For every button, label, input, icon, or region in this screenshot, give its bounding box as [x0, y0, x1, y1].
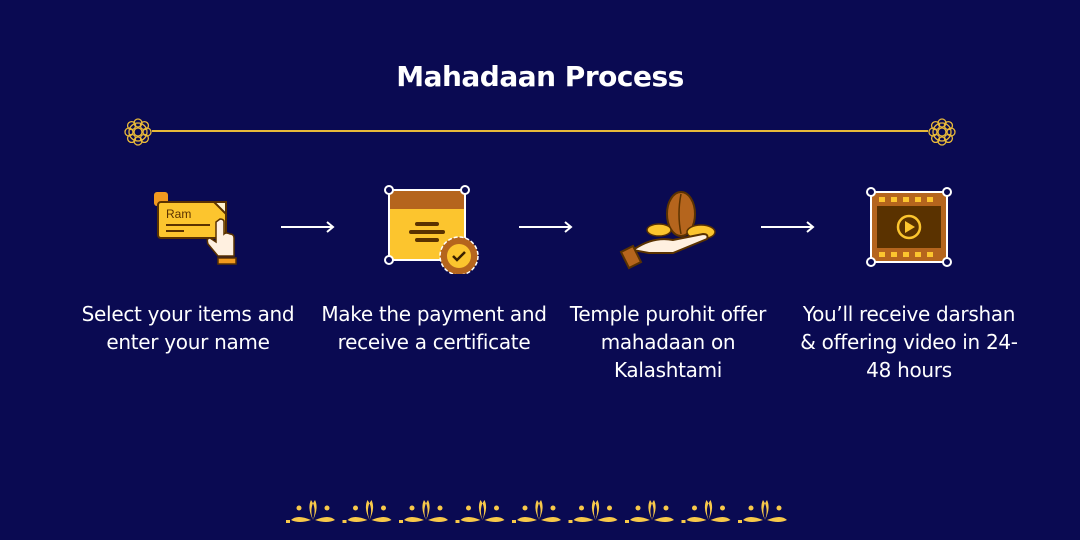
step-description: Make the payment and receive a certifica…: [321, 302, 547, 354]
divider-line: [152, 130, 928, 132]
scroll-name-hand-icon: Ram: [154, 192, 237, 265]
page-title: Mahadaan Process: [396, 60, 684, 93]
step-select-items: Ram Select your items and enter your nam…: [73, 180, 303, 356]
step-payment: Make the payment and receive a certifica…: [319, 180, 549, 356]
lotus-motif-icon: [399, 500, 448, 523]
svg-text:Ram: Ram: [166, 207, 191, 221]
step-video: You’ll receive darshan & offering video …: [794, 180, 1024, 384]
step-description: You’ll receive darshan & offering video …: [800, 302, 1018, 382]
lotus-motif-icon: [342, 500, 392, 523]
lotus-motif-icon: [568, 500, 618, 523]
arrow-right-icon: [281, 221, 335, 233]
arrow-right-icon: [519, 221, 573, 233]
lotus-border-ornament: [286, 500, 787, 523]
offering-hand-icon: [619, 191, 716, 270]
step-offering: Temple purohit offer mahadaan on Kalasht…: [553, 180, 783, 384]
video-film-icon: [866, 187, 952, 267]
certificate-badge-icon: [384, 185, 479, 274]
lotus-motif-icon: [681, 500, 731, 523]
lotus-motif-icon: [512, 500, 561, 523]
lotus-motif-icon: [738, 500, 787, 523]
arrow-right-icon: [761, 221, 815, 233]
lotus-motif-icon: [625, 500, 674, 523]
lotus-motif-icon: [455, 500, 505, 523]
lotus-motif-icon: [286, 500, 335, 523]
step-description: Temple purohit offer mahadaan on Kalasht…: [569, 302, 767, 382]
mandala-ornament-icon: [124, 118, 152, 146]
mandala-ornament-icon: [928, 118, 956, 146]
step-description: Select your items and enter your name: [81, 302, 295, 354]
